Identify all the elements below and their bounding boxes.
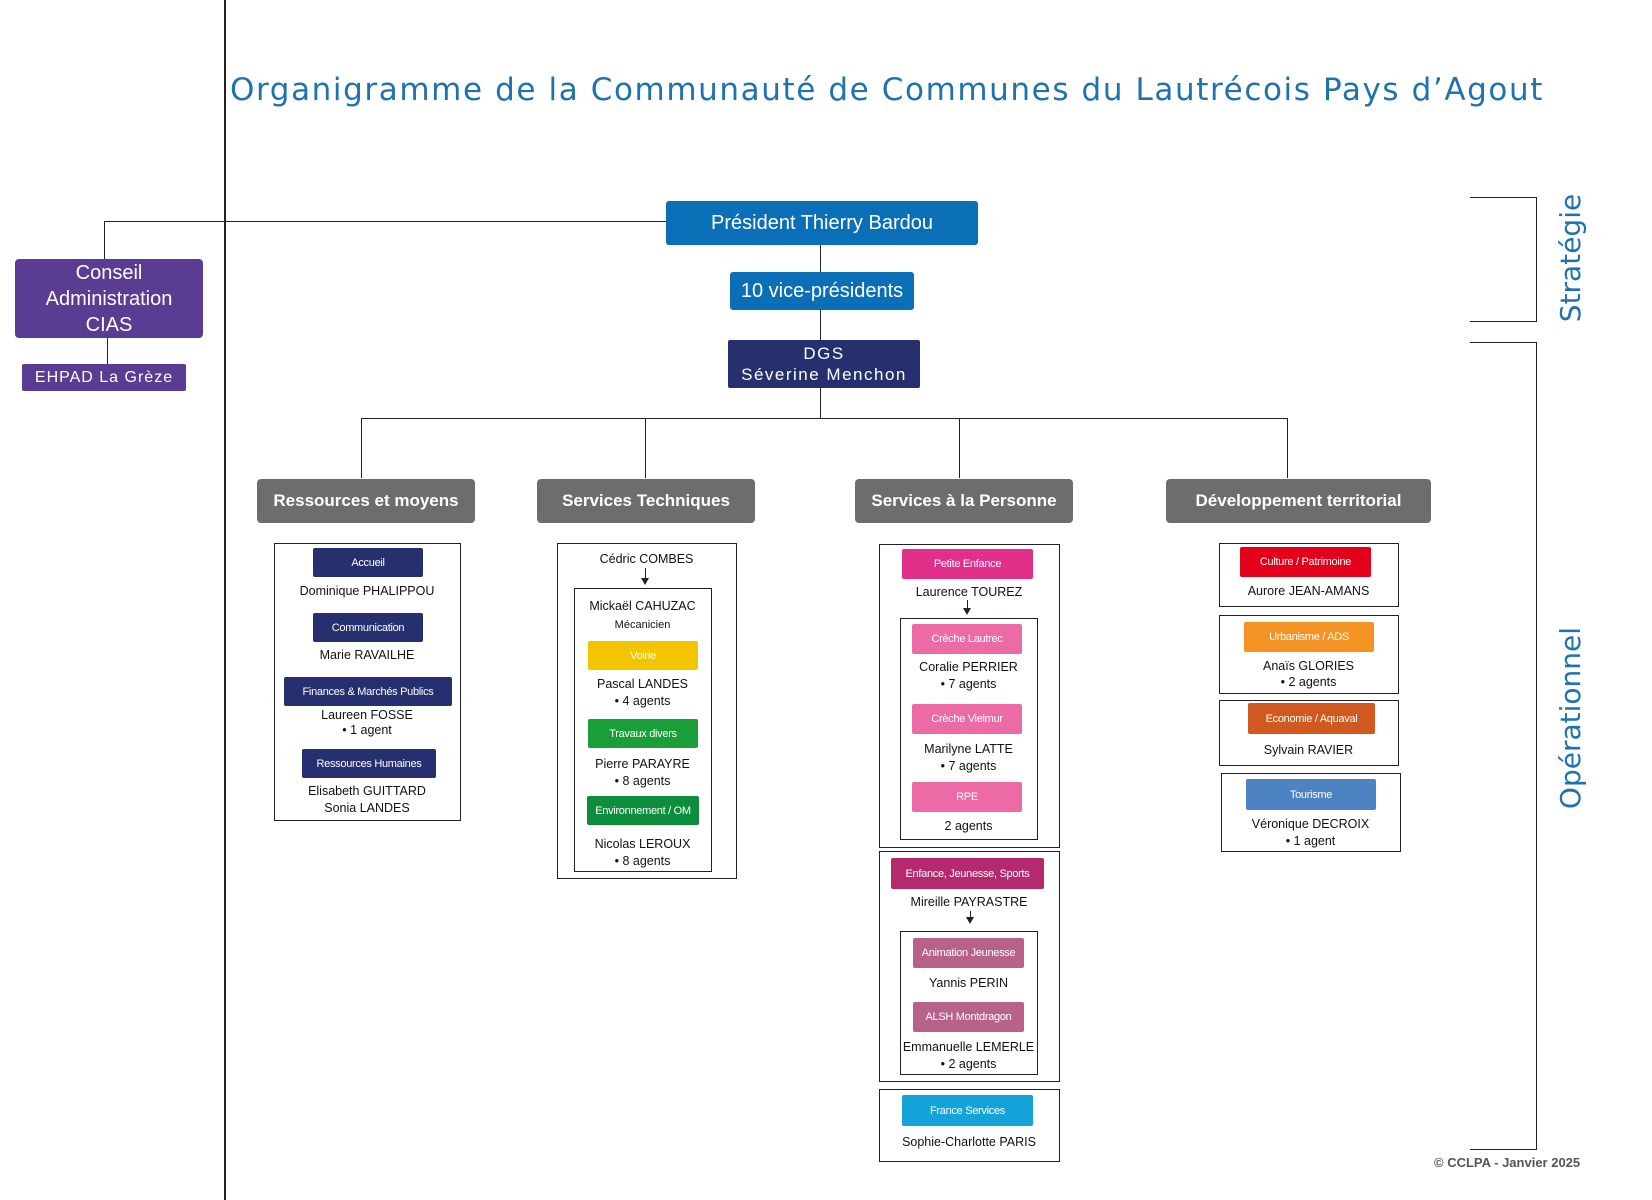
unit-label-france-services: France Services bbox=[902, 1095, 1033, 1126]
unit-label-creche-vielmur: Crèche Vielmur bbox=[912, 704, 1022, 734]
unit-agents: • 2 agents bbox=[1280, 675, 1337, 689]
unit-agents: 2 agents bbox=[944, 819, 993, 833]
techniques-sub-role: Mécanicien bbox=[614, 619, 671, 631]
dgs-label: DGS bbox=[803, 344, 845, 363]
techniques-arrow-head bbox=[641, 578, 649, 585]
unit-person: Pascal LANDES bbox=[596, 677, 688, 691]
techniques-head: Cédric COMBES bbox=[599, 552, 694, 566]
ejs-arrow-head bbox=[966, 917, 974, 924]
unit-label-ressources-humaines: Ressources Humaines bbox=[302, 749, 436, 778]
unit-label-communication: Communication bbox=[313, 613, 423, 642]
unit-person: Véronique DECROIX bbox=[1251, 817, 1370, 831]
dept-personne-header: Services à la Personne bbox=[855, 479, 1073, 523]
unit-agents: • 1 agent bbox=[342, 723, 392, 737]
unit-person: Pierre PARAYRE bbox=[595, 757, 690, 771]
unit-agents: • 8 agents bbox=[614, 774, 671, 788]
unit-label-tourisme: Tourisme bbox=[1246, 779, 1376, 810]
unit-person: Coralie PERRIER bbox=[919, 660, 1018, 674]
connector-cias-v bbox=[104, 221, 105, 259]
unit-agents: • 2 agents bbox=[940, 1057, 997, 1071]
unit-person: Elisabeth GUITTARD bbox=[308, 784, 426, 798]
connector-bus-techniques bbox=[645, 418, 646, 478]
dept-techniques-header: Services Techniques bbox=[537, 479, 755, 523]
unit-label-ejs: Enfance, Jeunesse, Sports bbox=[891, 858, 1044, 889]
dept-developpement-header: Développement territorial bbox=[1166, 479, 1431, 523]
cias-line2: Administration bbox=[45, 287, 173, 310]
unit-agents: • 8 agents bbox=[614, 854, 671, 868]
unit-label-petite-enfance: Petite Enfance bbox=[902, 549, 1033, 579]
connector-bus-ressources bbox=[361, 418, 362, 478]
unit-label-urbanisme: Urbanisme / ADS bbox=[1244, 622, 1374, 652]
ejs-head: Mireille PAYRASTRE bbox=[910, 895, 1028, 909]
operationnel-bracket-side bbox=[1536, 342, 1537, 1150]
unit-label-travaux: Travaux divers bbox=[588, 719, 698, 748]
vice-presidents-box: 10 vice-présidents bbox=[730, 272, 914, 310]
operationnel-label: Opérationnel bbox=[1554, 626, 1587, 810]
unit-person: Dominique PHALIPPOU bbox=[299, 584, 435, 598]
dept-ressources-header: Ressources et moyens bbox=[257, 479, 475, 523]
connector-vp-dgs bbox=[820, 310, 821, 340]
ejs-arrow-line bbox=[970, 911, 971, 918]
unit-label-environnement: Environnement / OM bbox=[587, 796, 699, 825]
cias-line3: CIAS bbox=[85, 313, 133, 336]
connector-cias-ehpad bbox=[107, 338, 108, 364]
unit-label-culture: Culture / Patrimoine bbox=[1240, 547, 1371, 577]
president-box: Président Thierry Bardou bbox=[666, 201, 978, 245]
dgs-box: DGS Séverine Menchon bbox=[728, 340, 920, 388]
left-divider-line bbox=[224, 0, 226, 1200]
strategie-bracket-bottom bbox=[1470, 321, 1536, 322]
petite-enfance-arrow-head bbox=[963, 608, 971, 615]
copyright-text: © CCLPA - Janvier 2025 bbox=[1434, 1155, 1581, 1170]
connector-bus-personne bbox=[959, 418, 960, 478]
connector-bus-developpement bbox=[1287, 418, 1288, 478]
strategie-bracket-top bbox=[1470, 197, 1536, 198]
ehpad-box: EHPAD La Grèze bbox=[22, 364, 186, 391]
unit-person: Sylvain RAVIER bbox=[1263, 743, 1354, 757]
unit-person: Laureen FOSSE bbox=[321, 708, 413, 722]
connector-dgs-bus bbox=[820, 387, 821, 419]
petite-enfance-arrow-line bbox=[967, 600, 968, 609]
unit-label-economie: Economie / Aquaval bbox=[1248, 703, 1375, 734]
petite-enfance-head: Laurence TOUREZ bbox=[915, 585, 1023, 599]
unit-agents: • 4 agents bbox=[614, 694, 671, 708]
unit-person: Aurore JEAN-AMANS bbox=[1247, 584, 1370, 598]
dgs-name: Séverine Menchon bbox=[741, 365, 907, 384]
unit-agents: • 7 agents bbox=[940, 677, 997, 691]
unit-person: Marilyne LATTE bbox=[924, 742, 1013, 756]
unit-person: Nicolas LEROUX bbox=[594, 837, 691, 851]
unit-label-voirie: Voirie bbox=[588, 641, 698, 670]
strategie-bracket-side bbox=[1536, 197, 1537, 322]
unit-agents: • 7 agents bbox=[940, 759, 997, 773]
unit-label-finances: Finances & Marchés Publics bbox=[284, 677, 452, 706]
unit-label-creche-lautrec: Crèche Lautrec bbox=[912, 624, 1022, 654]
techniques-arrow-line bbox=[645, 568, 646, 579]
unit-label-accueil: Accueil bbox=[313, 548, 423, 577]
cias-line1: Conseil bbox=[75, 261, 143, 284]
unit-person: Marie RAVAILHE bbox=[319, 648, 415, 662]
page-title: Organigramme de la Communauté de Commune… bbox=[230, 72, 1544, 108]
unit-label-alsh: ALSH Montdragon bbox=[913, 1002, 1024, 1032]
unit-label-animation-jeunesse: Animation Jeunesse bbox=[913, 938, 1024, 968]
unit-person: Sonia LANDES bbox=[324, 801, 410, 815]
connector-bus-h bbox=[361, 418, 1287, 419]
unit-person: Sophie-Charlotte PARIS bbox=[902, 1135, 1036, 1149]
techniques-sub-head: Mickaël CAHUZAC bbox=[589, 599, 696, 613]
connector-pres-cias-h bbox=[104, 221, 666, 222]
strategie-label: Stratégie bbox=[1554, 193, 1587, 323]
unit-person: Emmanuelle LEMERLE bbox=[902, 1040, 1035, 1054]
operationnel-bracket-top bbox=[1470, 342, 1536, 343]
unit-person: Yannis PERIN bbox=[929, 976, 1008, 990]
unit-person: Anaïs GLORIES bbox=[1262, 659, 1354, 673]
cias-box: Conseil Administration CIAS bbox=[15, 259, 203, 338]
connector-pres-vp bbox=[820, 244, 821, 272]
operationnel-bracket-bottom bbox=[1470, 1149, 1536, 1150]
unit-agents: • 1 agent bbox=[1285, 834, 1336, 848]
unit-label-rpe: RPE bbox=[912, 782, 1022, 812]
